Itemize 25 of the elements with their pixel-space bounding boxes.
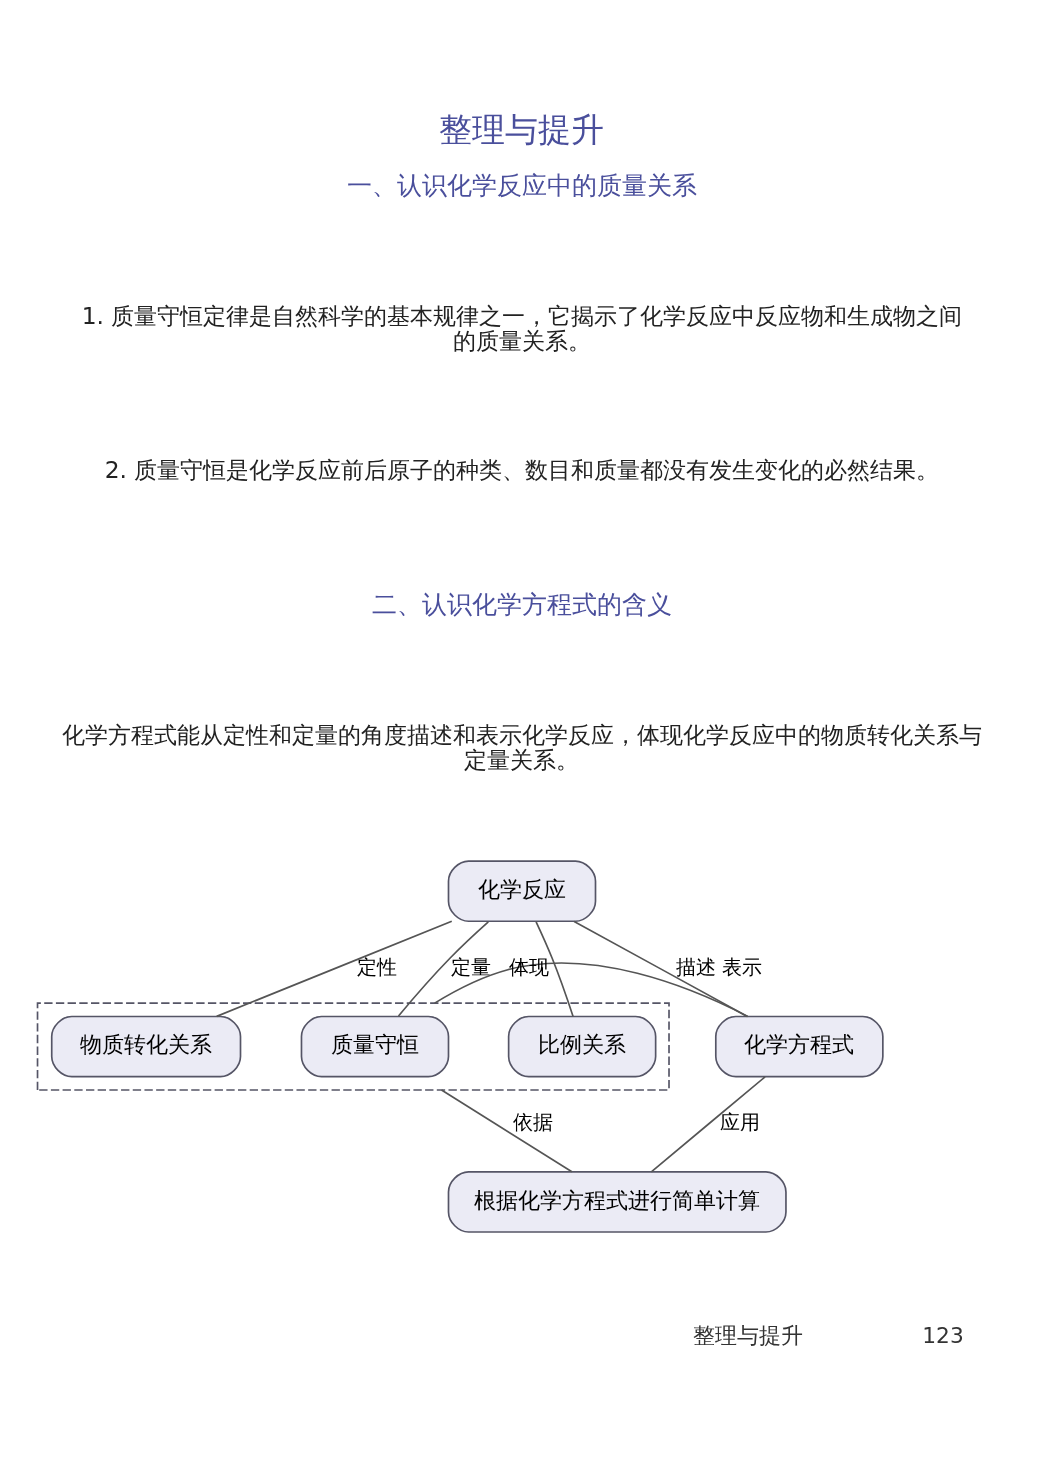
cluster [36,1002,670,1091]
diagram-title: 整理与提升 [439,110,605,150]
connector [650,1076,766,1173]
label: 二、认识化学方程式的含义 [372,590,672,620]
node-box: 化学反应 [447,860,597,923]
connector [440,1089,573,1173]
node-box: 根据化学方程式进行简单计算 [447,1171,787,1233]
node-box: 物质转化关系 [50,1015,242,1078]
label: 化学方程式能从定性和定量的角度描述和表示化学反应，体现化学反应中的物质转化关系与定量关系。 [62,720,982,774]
edge-label: 描述 表示 [675,955,763,980]
node-box: 化学方程式 [714,1015,884,1078]
connector [433,962,749,1018]
label: 1. 质量守恒定律是自然科学的基本规律之一，它揭示了化学反应中反应物和生成物之间的质量关系。 [81,301,963,355]
node-box: 质量守恒 [300,1015,450,1078]
edge-label: 定量 [451,955,492,980]
label: 整理与提升 [692,1322,803,1348]
node-box: 比例关系 [507,1015,657,1078]
edge-label: 依据 [512,1110,553,1135]
label: 123 [922,1322,964,1348]
edge-label: 应用 [720,1110,761,1135]
connector [397,921,490,1017]
connector [535,920,574,1018]
edge-label: 定性 [357,955,398,980]
label: 一、认识化学反应中的质量关系 [347,170,697,200]
label: 2. 质量守恒是化学反应前后原子的种类、数目和质量都没有发生变化的必然结果。 [104,456,940,485]
